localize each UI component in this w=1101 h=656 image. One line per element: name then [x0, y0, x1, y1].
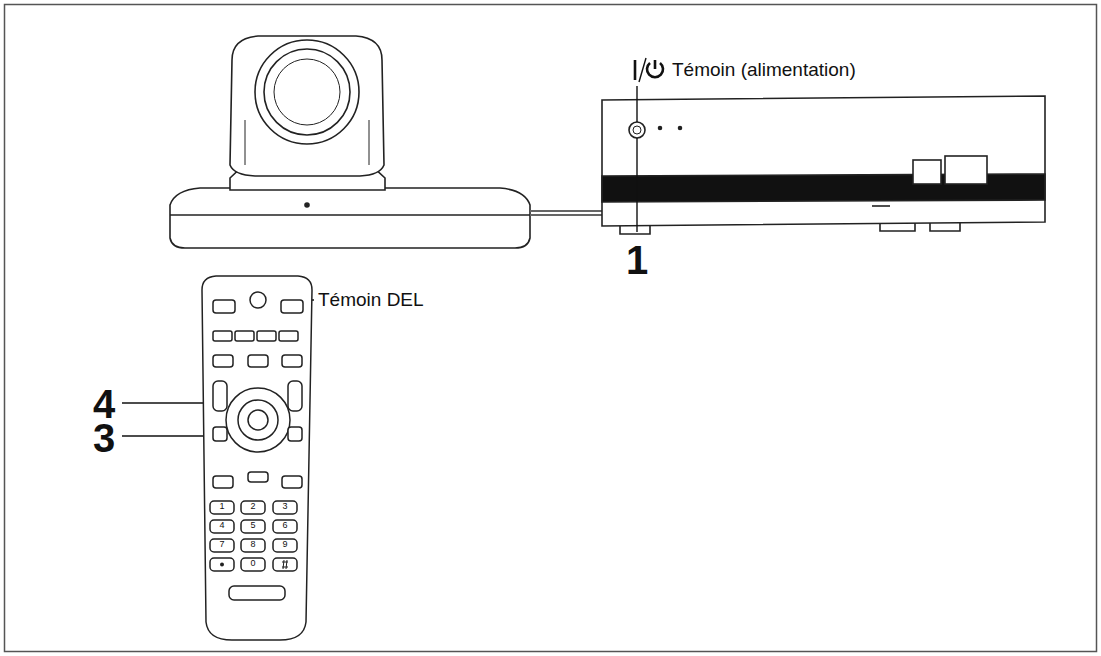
- key-label: 0: [250, 559, 255, 569]
- leader-line: [122, 86, 637, 436]
- frame: [5, 5, 1097, 652]
- key-label: 1: [219, 502, 224, 512]
- part-label: Témoin DEL: [318, 290, 424, 311]
- key-label: 4: [219, 521, 224, 531]
- codec-unit: [602, 96, 1045, 234]
- power-symbol: [635, 58, 663, 82]
- key-label: 7: [219, 540, 224, 550]
- part-label: Témoin (alimentation): [672, 60, 856, 81]
- key-label: 9: [282, 540, 287, 550]
- key-label: 8: [250, 540, 255, 550]
- key-label: 6: [282, 521, 287, 531]
- key-label: 2: [250, 502, 255, 512]
- callout-number: 3: [93, 416, 115, 460]
- remote-marks: [220, 560, 288, 569]
- key-label: 5: [250, 521, 255, 531]
- key-label: 3: [282, 502, 287, 512]
- camera: [170, 36, 602, 248]
- remote-control: [202, 276, 312, 640]
- callout-number: 1: [626, 238, 648, 282]
